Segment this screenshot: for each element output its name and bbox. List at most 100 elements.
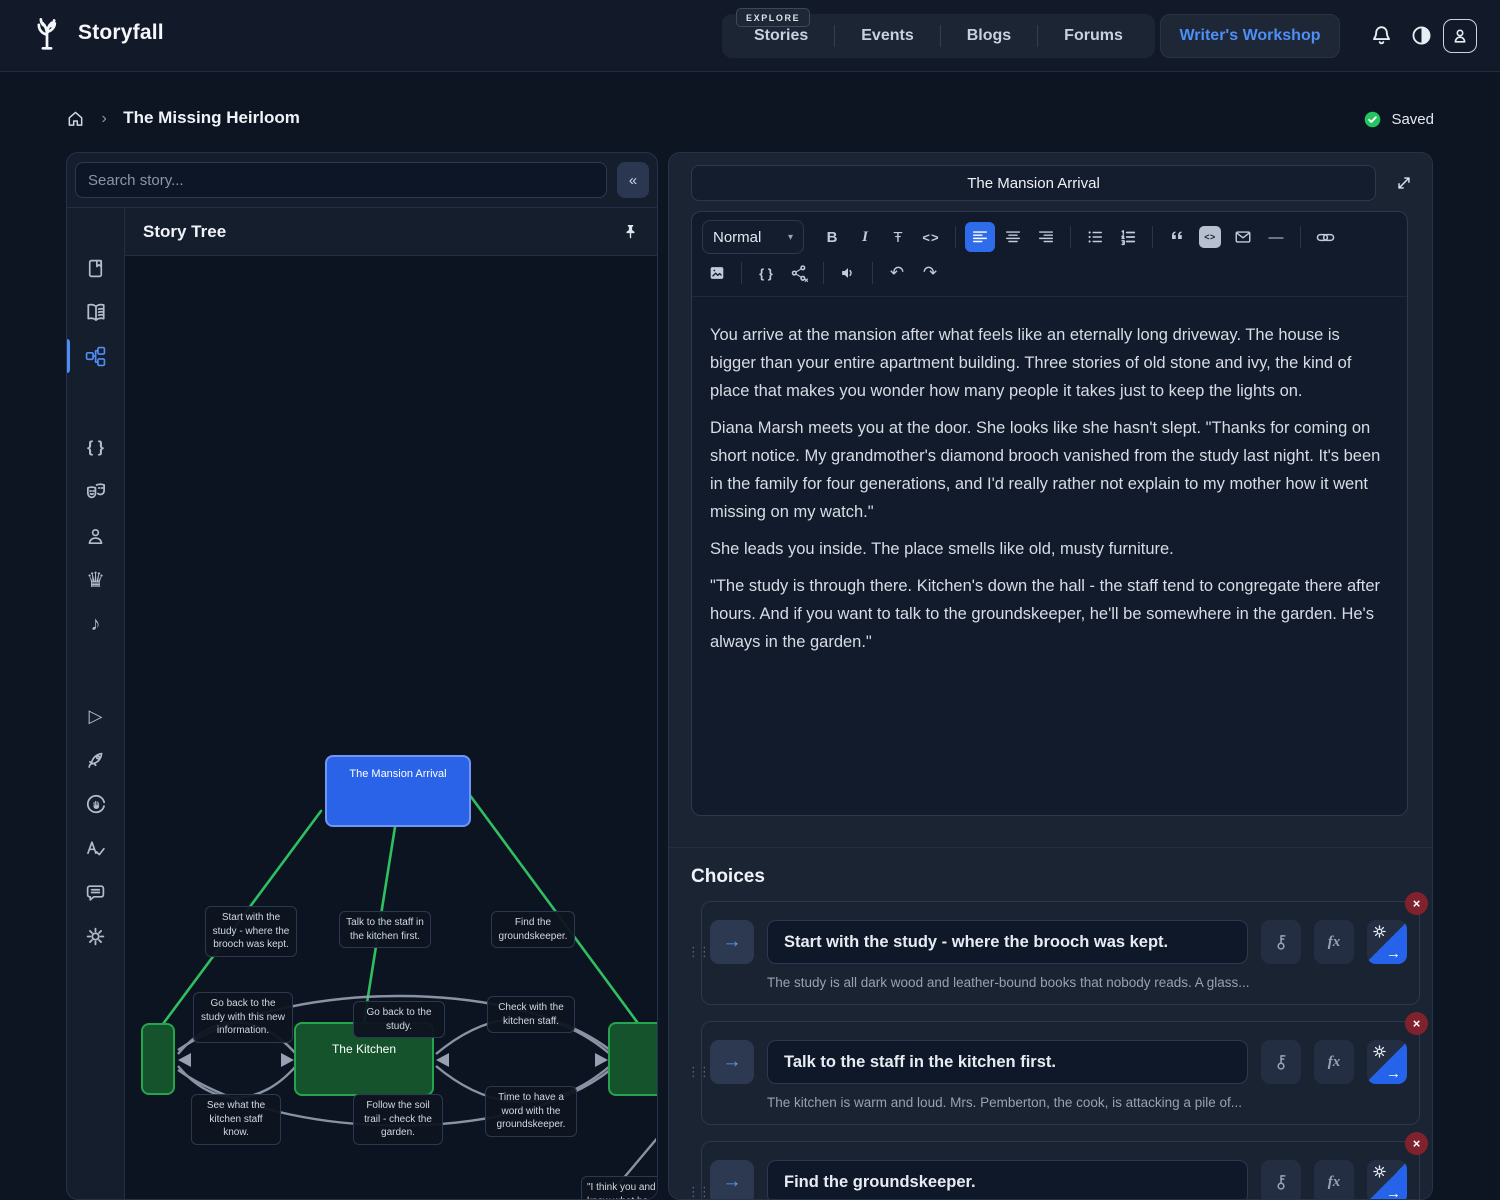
key-condition-button[interactable] [1261,920,1301,964]
choice-text-input[interactable] [767,1160,1248,1199]
fx-effects-button[interactable]: fx [1314,1040,1354,1084]
nav-forums[interactable]: Forums [1064,27,1123,44]
settings-goto-split-button[interactable]: → [1367,1160,1407,1200]
sidebar-item-notebook[interactable] [67,246,125,290]
bold-button[interactable]: B [817,222,847,252]
drag-handle-icon[interactable]: ⋮⋮ [687,1064,711,1079]
tree-edge-label[interactable]: Follow the soil trail - check the garden… [353,1094,443,1145]
nav-divider [939,25,941,47]
goto-node-button[interactable]: → [710,1040,754,1084]
nav-events[interactable]: Events [861,27,914,44]
brand-name: Storyfall [78,21,164,44]
sidebar-item-play[interactable]: ▷ [88,705,103,726]
format-select[interactable]: Normal ▾ [702,220,804,254]
align-left-button[interactable] [965,222,995,252]
tree-edge-label[interactable]: Find the groundskeeper. [491,911,575,948]
tree-node-mansion-arrival[interactable]: The Mansion Arrival [325,755,471,827]
tree-edge-label[interactable]: See what the kitchen staff know. [191,1094,281,1145]
tree-edge-label[interactable]: Check with the kitchen staff. [487,996,575,1033]
story-tree-canvas[interactable]: The Mansion Arrival Start with the study… [125,256,657,1199]
variables-braces-button[interactable]: { } [751,258,781,288]
nav-stories[interactable]: Stories [754,27,809,44]
split-node-button[interactable] [784,258,814,288]
fx-effects-button[interactable]: fx [1314,1160,1354,1199]
horizontal-rule-button[interactable]: — [1261,222,1291,252]
sidebar-item-hand-circle[interactable] [67,782,125,826]
delete-choice-button[interactable]: × [1405,1012,1428,1035]
tree-edge-label[interactable]: Go back to the study with this new infor… [193,992,293,1043]
section-divider [669,847,1432,848]
inline-code-button[interactable]: <> [916,222,946,252]
clipped-line-2: know what happene [587,1196,657,1200]
sidebar-item-story-tree[interactable] [67,334,125,378]
choice-preview-text: The study is all dark wood and leather-b… [767,975,1250,990]
theme-toggle-contrast-icon[interactable] [1410,24,1433,47]
fx-effects-button[interactable]: fx [1314,920,1354,964]
tree-edge-label[interactable]: Start with the study - where the brooch … [205,906,297,957]
align-right-button[interactable] [1031,222,1061,252]
pin-icon[interactable] [622,223,639,241]
sidebar-item-variables[interactable]: { } [87,439,104,456]
code-block-glyph: <> [1199,226,1221,248]
chevron-down-icon: ▾ [787,231,793,243]
gear-icon [1373,1045,1386,1058]
top-navigation-bar: Storyfall Stories Events Blogs Forums EX… [0,0,1500,72]
tree-node-garden[interactable] [608,1022,657,1096]
drag-handle-icon[interactable]: ⋮⋮ [687,1184,711,1199]
italic-button[interactable]: I [850,222,880,252]
sidebar-item-comments[interactable] [67,870,125,914]
mail-button[interactable] [1228,222,1258,252]
tree-node-study[interactable] [141,1023,175,1095]
redo-button[interactable]: ↷ [915,258,945,288]
goto-node-button[interactable]: → [710,1160,754,1199]
sidebar-item-rocket[interactable] [67,738,125,782]
choices-heading: Choices [691,866,765,887]
notifications-bell-icon[interactable] [1370,24,1393,47]
choice-text-input[interactable] [767,920,1248,964]
page-title: The Missing Heirloom [123,108,300,127]
nav-divider [834,25,836,47]
arrow-right-icon: → [1386,1185,1401,1200]
link-button[interactable] [1310,222,1340,252]
collapse-panel-button[interactable]: « [617,162,649,198]
undo-button[interactable]: ↶ [882,258,912,288]
bullet-list-button[interactable] [1080,222,1110,252]
tree-edge-label[interactable]: Go back to the study. [353,1001,445,1038]
align-center-button[interactable] [998,222,1028,252]
goto-node-button[interactable]: → [710,920,754,964]
tree-edge-label[interactable]: Talk to the staff in the kitchen first. [339,911,431,948]
user-avatar-button[interactable] [1443,19,1477,53]
saved-check-icon [1365,111,1381,128]
key-condition-button[interactable] [1261,1040,1301,1084]
choice-text-input[interactable] [767,1040,1248,1084]
editor-content[interactable]: You arrive at the mansion after what fee… [692,297,1407,656]
expand-icon[interactable] [1390,169,1418,197]
node-title-input[interactable] [691,165,1376,201]
insert-image-button[interactable] [702,258,732,288]
code-block-button[interactable]: <> [1195,222,1225,252]
delete-choice-button[interactable]: × [1405,892,1428,915]
ordered-list-button[interactable] [1113,222,1143,252]
settings-goto-split-button[interactable]: → [1367,1040,1407,1084]
sidebar-item-characters-masks[interactable] [67,470,125,514]
tree-edge-label-clipped[interactable]: "I think you and I bo know what happene [581,1176,657,1199]
sidebar-item-read[interactable] [67,290,125,334]
tree-edge-label[interactable]: Time to have a word with the groundskeep… [485,1086,577,1137]
strikethrough-button[interactable]: Ŧ [883,222,913,252]
audio-speaker-button[interactable] [833,258,863,288]
key-condition-button[interactable] [1261,1160,1301,1199]
editor-paragraph: "The study is through there. Kitchen's d… [710,577,1381,651]
writers-workshop-button[interactable]: Writer's Workshop [1160,14,1340,58]
settings-goto-split-button[interactable]: → [1367,920,1407,964]
sidebar-item-crown[interactable]: ♛ [86,568,105,592]
sidebar-item-spellcheck[interactable] [67,826,125,870]
blockquote-button[interactable] [1162,222,1192,252]
search-input[interactable] [75,162,607,198]
drag-handle-icon[interactable]: ⋮⋮ [687,944,711,959]
nav-blogs[interactable]: Blogs [966,27,1012,44]
sidebar-item-persona[interactable] [67,514,125,558]
home-icon[interactable] [66,110,89,127]
delete-choice-button[interactable]: × [1405,1132,1428,1155]
sidebar-item-music[interactable]: ♪ [90,612,101,635]
sidebar-item-settings-gear-icon[interactable] [67,914,125,958]
